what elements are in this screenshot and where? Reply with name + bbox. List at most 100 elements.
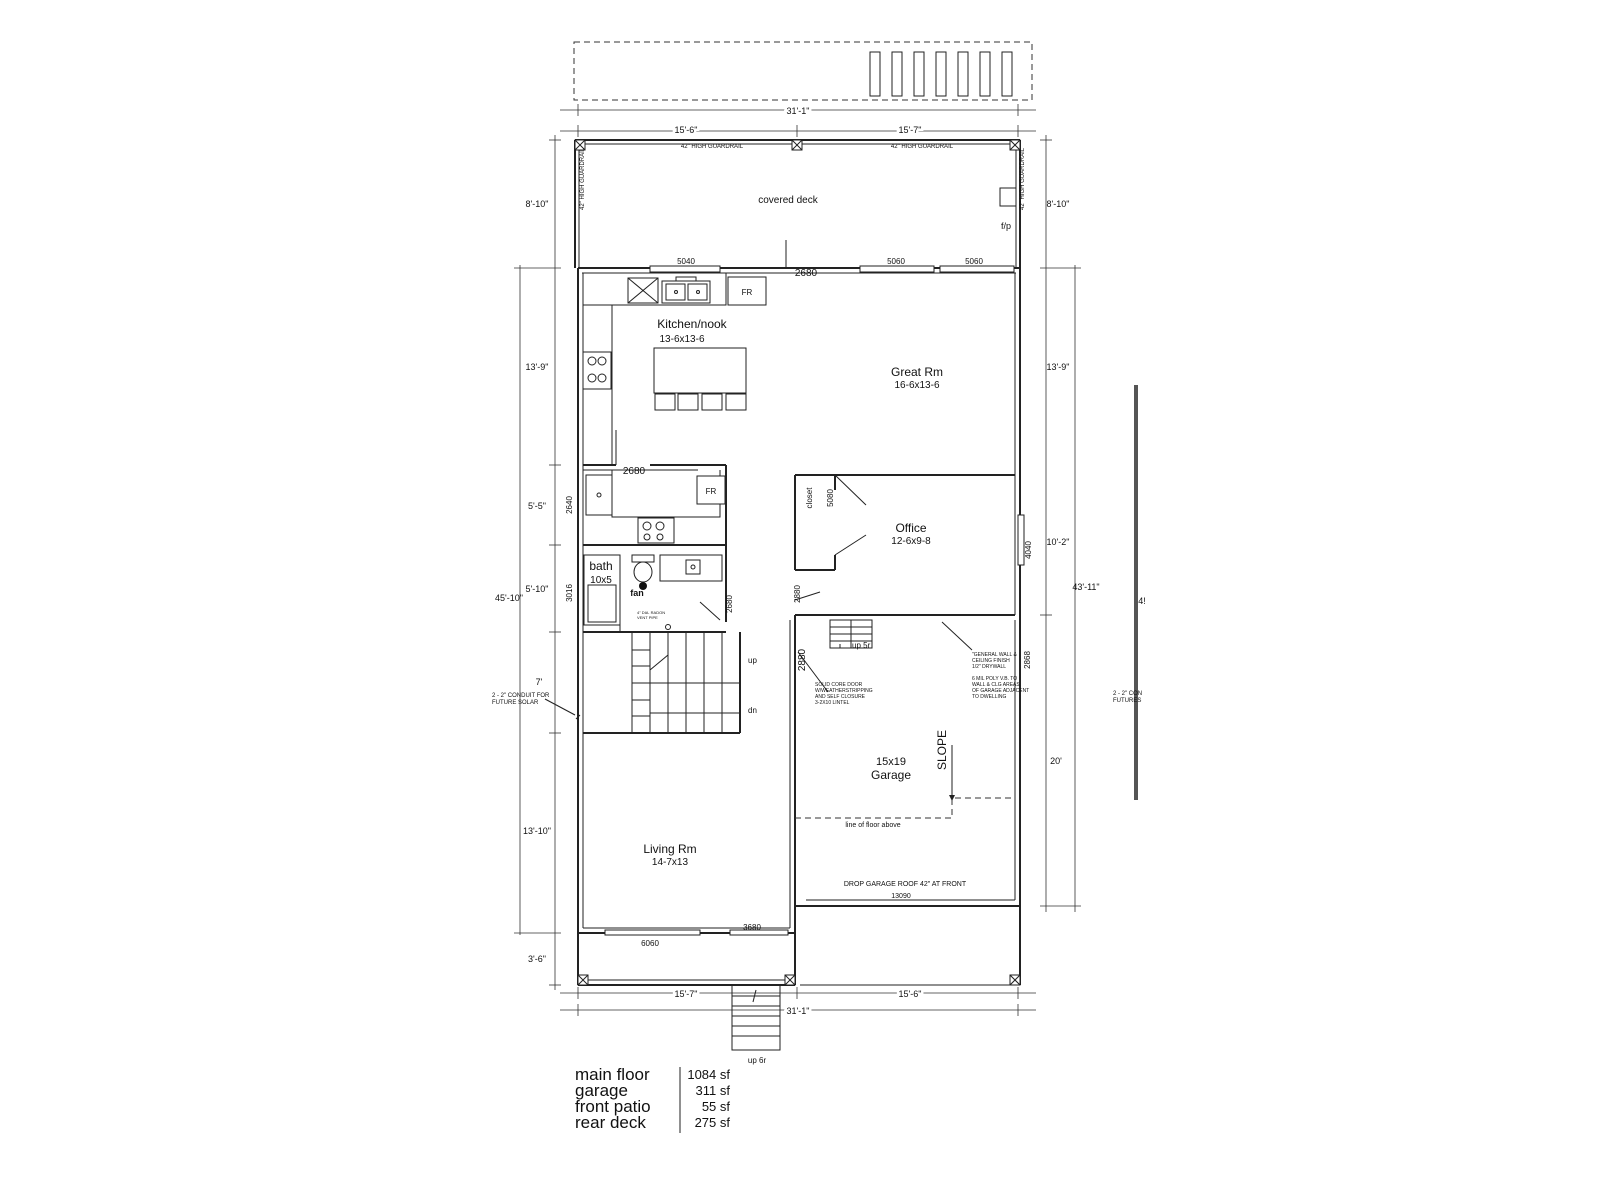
note-wall-5: 6 MIL POLY V.B. TO	[972, 676, 1017, 682]
room-living-size: 14-7x13	[652, 857, 689, 868]
note-door-1: SOLID CORE DOOR	[815, 682, 863, 688]
opening-2880-garage: 2880	[797, 648, 808, 671]
laundry-sink	[585, 474, 613, 516]
room-bath: bath	[589, 559, 612, 573]
opening-5060-a: 5060	[887, 257, 905, 266]
note-conduit-right-2: FUTURES	[1113, 698, 1141, 704]
legend-rear-deck-value: 275 sf	[695, 1115, 731, 1130]
note-drop-roof: DROP GARAGE ROOF 42" AT FRONT	[844, 881, 967, 888]
note-conduit-right-1: 2 - 2" CON	[1113, 691, 1142, 697]
room-covered-deck: covered deck	[758, 195, 818, 206]
dim-left-laundry: 5'-5"	[528, 501, 546, 511]
fridge-2	[696, 475, 726, 505]
dim-right-office: 10'-2"	[1047, 537, 1070, 547]
note-front-steps: up 6r	[748, 1056, 767, 1065]
dim-top-right: 15'-7"	[899, 125, 922, 135]
note-stair-up: up	[748, 656, 757, 665]
room-office-size: 12-6x9-8	[891, 536, 931, 547]
room-closet: closet	[805, 487, 814, 509]
room-garage: Garage	[871, 768, 911, 782]
dim-top-left: 15'-6"	[675, 125, 698, 135]
note-door-4: 3-2X10 LINTEL	[815, 700, 850, 706]
note-guardrail-right: 42" HIGH GUARDRAIL	[1020, 147, 1026, 210]
note-radon-2: VENT PIPE	[637, 615, 658, 620]
note-guardrail-top-right: 42" HIGH GUARDRAIL	[891, 144, 954, 150]
pantry-x	[627, 277, 659, 304]
note-radon-1: 4" DIA. RADON	[637, 610, 665, 615]
opening-2680-kitchen: 2680	[623, 466, 646, 477]
opening-2880-office: 2880	[793, 585, 802, 603]
dim-left-total: 45'-10"	[495, 593, 523, 603]
right-dimensions	[1040, 135, 1138, 912]
room-living: Living Rm	[643, 842, 696, 856]
room-bath-size: 10x5	[590, 575, 612, 586]
opening-6060: 6060	[641, 939, 659, 948]
opening-2680-top: 2680	[795, 268, 818, 279]
legend-rear-deck-label: rear deck	[575, 1113, 646, 1132]
dim-left-kitchen: 13'-9"	[526, 362, 549, 372]
note-door-2: W/WEATHERSTRIPPING	[815, 688, 873, 694]
laundry	[583, 464, 727, 622]
room-great-size: 16-6x13-6	[894, 380, 939, 391]
room-great: Great Rm	[891, 365, 943, 379]
note-wall-1: "GENERAL WALL &	[972, 652, 1018, 658]
dim-left-bath: 5'-10"	[526, 584, 549, 594]
range	[582, 351, 612, 390]
top-dimensions	[560, 104, 1036, 1016]
room-office: Office	[895, 521, 926, 535]
note-door-3: AND SELF CLOSURE	[815, 694, 866, 700]
label-fridge-1: FR	[742, 288, 753, 297]
office	[794, 474, 1015, 616]
dim-right-garage: 20'	[1050, 756, 1062, 766]
dim-left-stair: 7'	[536, 677, 543, 687]
fireplace	[999, 187, 1017, 207]
label-fan: fan	[630, 588, 644, 598]
room-garage-size: 15x19	[876, 756, 906, 768]
bath	[583, 554, 726, 633]
fridge	[727, 276, 767, 306]
cooktop-2	[637, 517, 675, 544]
dim-left-patio: 3'-6"	[528, 954, 546, 964]
room-kitchen-size: 13-6x13-6	[659, 334, 704, 345]
dim-right-partial: 4!	[1138, 596, 1146, 606]
opening-2680-stair: 2680	[725, 595, 734, 613]
note-garage-up: up 5r	[852, 641, 871, 650]
opening-3016: 3016	[565, 584, 574, 602]
label-fireplace: f/p	[1001, 221, 1011, 231]
opening-5060-b: 5060	[965, 257, 983, 266]
note-conduit-left-2: FUTURE SOLAR	[492, 700, 539, 706]
note-wall-6: WALL & CLG AREAS	[972, 682, 1020, 688]
note-floor-line: line of floor above	[845, 822, 900, 829]
dim-bottom-left: 15'-7"	[675, 989, 698, 999]
note-guardrail-top-left: 42" HIGH GUARDRAIL	[681, 144, 744, 150]
front-steps	[731, 984, 781, 1051]
opening-2640: 2640	[565, 496, 574, 514]
opening-5040: 5040	[677, 257, 695, 266]
dim-top-total: 31'-1"	[787, 106, 810, 116]
note-slope: SLOPE	[935, 730, 949, 770]
opening-3680: 3680	[743, 923, 761, 932]
dim-right-deck: 8'-10"	[1047, 199, 1070, 209]
note-wall-3: 1/2" DRYWALL	[972, 664, 1006, 670]
note-conduit-left-1: 2 - 2" CONDUIT FOR	[492, 693, 550, 699]
upper-dashed-outline	[573, 41, 1033, 101]
legend-front-patio-value: 55 sf	[702, 1099, 731, 1114]
legend-garage-label: garage	[575, 1081, 628, 1100]
note-guardrail-left: 42" HIGH GUARDRAIL	[580, 147, 586, 210]
note-wall-8: TO DWELLING	[972, 694, 1006, 700]
dim-left-living: 13'-10"	[523, 826, 551, 836]
toilet	[633, 561, 653, 583]
dim-bottom-total: 31'-1"	[787, 1006, 810, 1016]
dim-bottom-right: 15'-6"	[899, 989, 922, 999]
opening-4040: 4040	[1024, 541, 1033, 559]
room-kitchen: Kitchen/nook	[657, 317, 727, 331]
left-dimensions	[514, 135, 561, 990]
legend-main-floor-value: 1084 sf	[687, 1067, 730, 1082]
opening-13090: 13090	[891, 893, 911, 900]
garage	[795, 619, 1015, 819]
note-wall-2: CEILING FINISH	[972, 658, 1010, 664]
conduit-leader	[544, 698, 576, 716]
legend-garage-value: 311 sf	[696, 1083, 731, 1098]
legend-front-patio-label: front patio	[575, 1097, 651, 1116]
stairs	[575, 632, 741, 734]
